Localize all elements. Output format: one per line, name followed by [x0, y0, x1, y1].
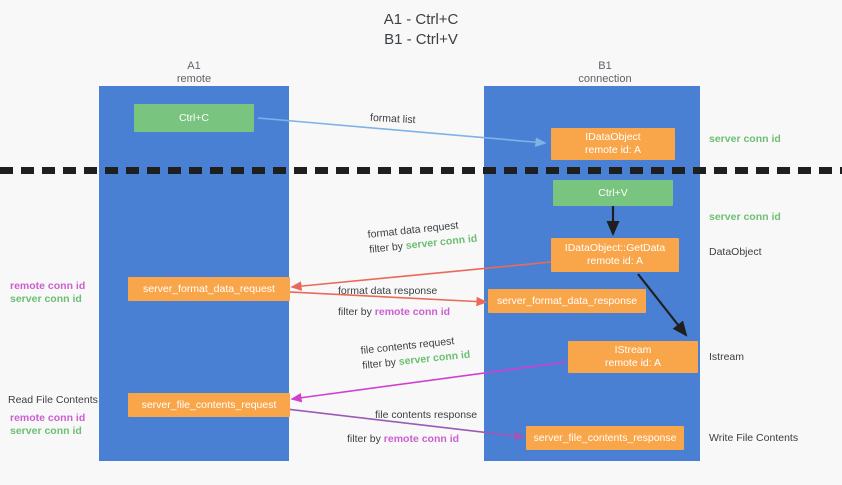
annotation-istream: Istream: [709, 351, 745, 363]
label-file-contents-request: file contents request filter by server c…: [360, 333, 471, 374]
column-header-left: A1 remote: [114, 60, 274, 86]
label-fcresp-prefix: filter by: [347, 433, 384, 445]
label-fdresp-key: remote conn id: [374, 306, 451, 318]
title-line-1: A1 - Ctrl+C: [383, 11, 459, 28]
box-server-format-data-request[interactable]: server_format_data_request: [128, 277, 290, 301]
annotation-server-conn-id-top: server conn id: [709, 133, 781, 145]
label-file-contents-response-line2: filter by remote conn id: [347, 432, 477, 447]
box-getdata-line1: IDataObject::GetData: [564, 242, 666, 254]
box-server-format-data-response-label: server_format_data_response: [496, 294, 638, 307]
annotation-server-conn-id-mid: server conn id: [709, 211, 781, 223]
box-ctrl-v[interactable]: Ctrl+V: [553, 180, 673, 206]
annotation-dataobject: DataObject: [709, 246, 762, 258]
label-format-list: format list: [370, 111, 416, 128]
column-left-name: A1: [187, 60, 201, 72]
box-getdata-line2: remote id: A: [586, 255, 644, 267]
page-title: A1 - Ctrl+C B1 - Ctrl+V: [0, 10, 842, 50]
label-file-contents-response: file contents response filter by remote …: [347, 408, 477, 447]
annotation-remote-conn-id-upper: remote conn id: [10, 280, 86, 292]
box-istream[interactable]: IStream remote id: A: [568, 341, 698, 373]
label-format-list-text: format list: [369, 111, 416, 127]
annotation-read-file-contents: Read File Contents: [8, 394, 98, 406]
label-fcreq-prefix: filter by: [361, 356, 400, 372]
label-format-data-request: format data request filter by server con…: [367, 217, 478, 258]
box-server-file-contents-response-label: server_file_contents_response: [533, 431, 677, 444]
annotation-server-conn-id-lower: server conn id: [10, 425, 82, 437]
box-istream-line1: IStream: [614, 344, 652, 356]
box-idataobject-line1: IDataObject: [585, 131, 641, 143]
box-istream-line2: remote id: A: [604, 357, 662, 369]
box-idataobject[interactable]: IDataObject remote id: A: [551, 128, 675, 160]
annotation-remote-conn-id-lower: remote conn id: [10, 412, 86, 424]
box-ctrl-c-label: Ctrl+C: [178, 111, 210, 124]
label-format-data-response-line2: filter by remote conn id: [338, 305, 450, 320]
annotation-server-conn-id-upper: server conn id: [10, 293, 82, 305]
label-file-contents-response-line1: file contents response: [375, 409, 478, 421]
box-server-format-data-response[interactable]: server_format_data_response: [488, 289, 646, 313]
box-server-file-contents-response[interactable]: server_file_contents_response: [526, 426, 684, 450]
box-ctrl-v-label: Ctrl+V: [598, 186, 628, 199]
label-format-data-response: format data response filter by remote co…: [338, 284, 450, 320]
box-idataobject-line2: remote id: A: [584, 144, 642, 156]
column-header-right: B1 connection: [525, 60, 685, 86]
box-server-file-contents-request-label: server_file_contents_request: [141, 398, 277, 411]
label-fdreq-prefix: filter by: [368, 240, 407, 256]
title-line-2: B1 - Ctrl+V: [384, 31, 458, 48]
annotation-write-file-contents: Write File Contents: [709, 432, 799, 444]
column-right-name: B1: [598, 60, 612, 72]
divider-dashed-line: [0, 167, 842, 174]
box-server-format-data-request-label: server_format_data_request: [143, 282, 275, 295]
column-right-role: connection: [578, 73, 632, 85]
label-fdresp-prefix: filter by: [338, 306, 375, 318]
column-left-role: remote: [176, 73, 212, 85]
box-getdata[interactable]: IDataObject::GetData remote id: A: [551, 238, 679, 272]
label-fcresp-key: remote conn id: [383, 433, 460, 445]
box-ctrl-c[interactable]: Ctrl+C: [134, 104, 254, 132]
box-server-file-contents-request[interactable]: server_file_contents_request: [128, 393, 290, 417]
label-format-data-response-line1: format data response: [338, 285, 438, 297]
